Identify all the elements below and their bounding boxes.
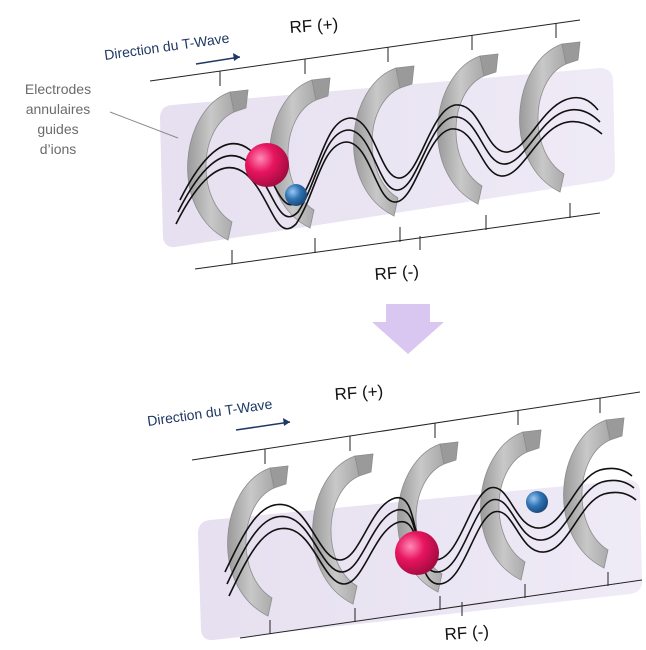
top-electrode-label: Electrodes annulaires guides d’ions: [25, 81, 91, 157]
top-rf-minus-label: RF (-): [374, 262, 420, 284]
top-rf-plus-rail: [149, 19, 581, 82]
bottom-rf-minus-label: RF (-): [444, 622, 490, 644]
bottom-rf-minus-rail: [239, 579, 643, 639]
electrode-label-line-4: d’ions: [40, 141, 77, 157]
bottom-small-ion: [526, 491, 548, 513]
top-panel: Direction du T-Wave RF (+) RF (-) Electr…: [25, 15, 615, 284]
top-rf-minus-rail: [194, 212, 601, 270]
electrode-label-pointer: [109, 111, 179, 139]
top-large-ion: [245, 143, 289, 187]
bottom-rf-plus-label: RF (+): [334, 382, 384, 404]
bottom-direction-label: Direction du T-Wave: [146, 396, 273, 429]
top-ring-electrodes: [187, 41, 581, 241]
electrode-label-line-3: guides: [37, 121, 78, 137]
transition-arrow: [372, 304, 444, 354]
electrode-label-line-2: annulaires: [26, 101, 91, 117]
bottom-panel: Direction du T-Wave RF (+) RF (-): [146, 382, 643, 644]
bottom-direction-arrow: [235, 421, 291, 431]
bottom-rf-plus-rail: [191, 391, 641, 461]
bottom-arrowhead-icon: [283, 418, 290, 426]
top-direction-label: Direction du T-Wave: [103, 30, 230, 63]
top-small-ion: [285, 184, 307, 206]
electrode-label-line-1: Electrodes: [25, 81, 91, 97]
top-guide-band: [160, 68, 615, 248]
top-direction-arrow: [195, 56, 241, 65]
bottom-large-ion: [395, 531, 439, 575]
top-arrowhead-icon: [233, 53, 240, 61]
top-rf-plus-label: RF (+): [289, 15, 339, 37]
